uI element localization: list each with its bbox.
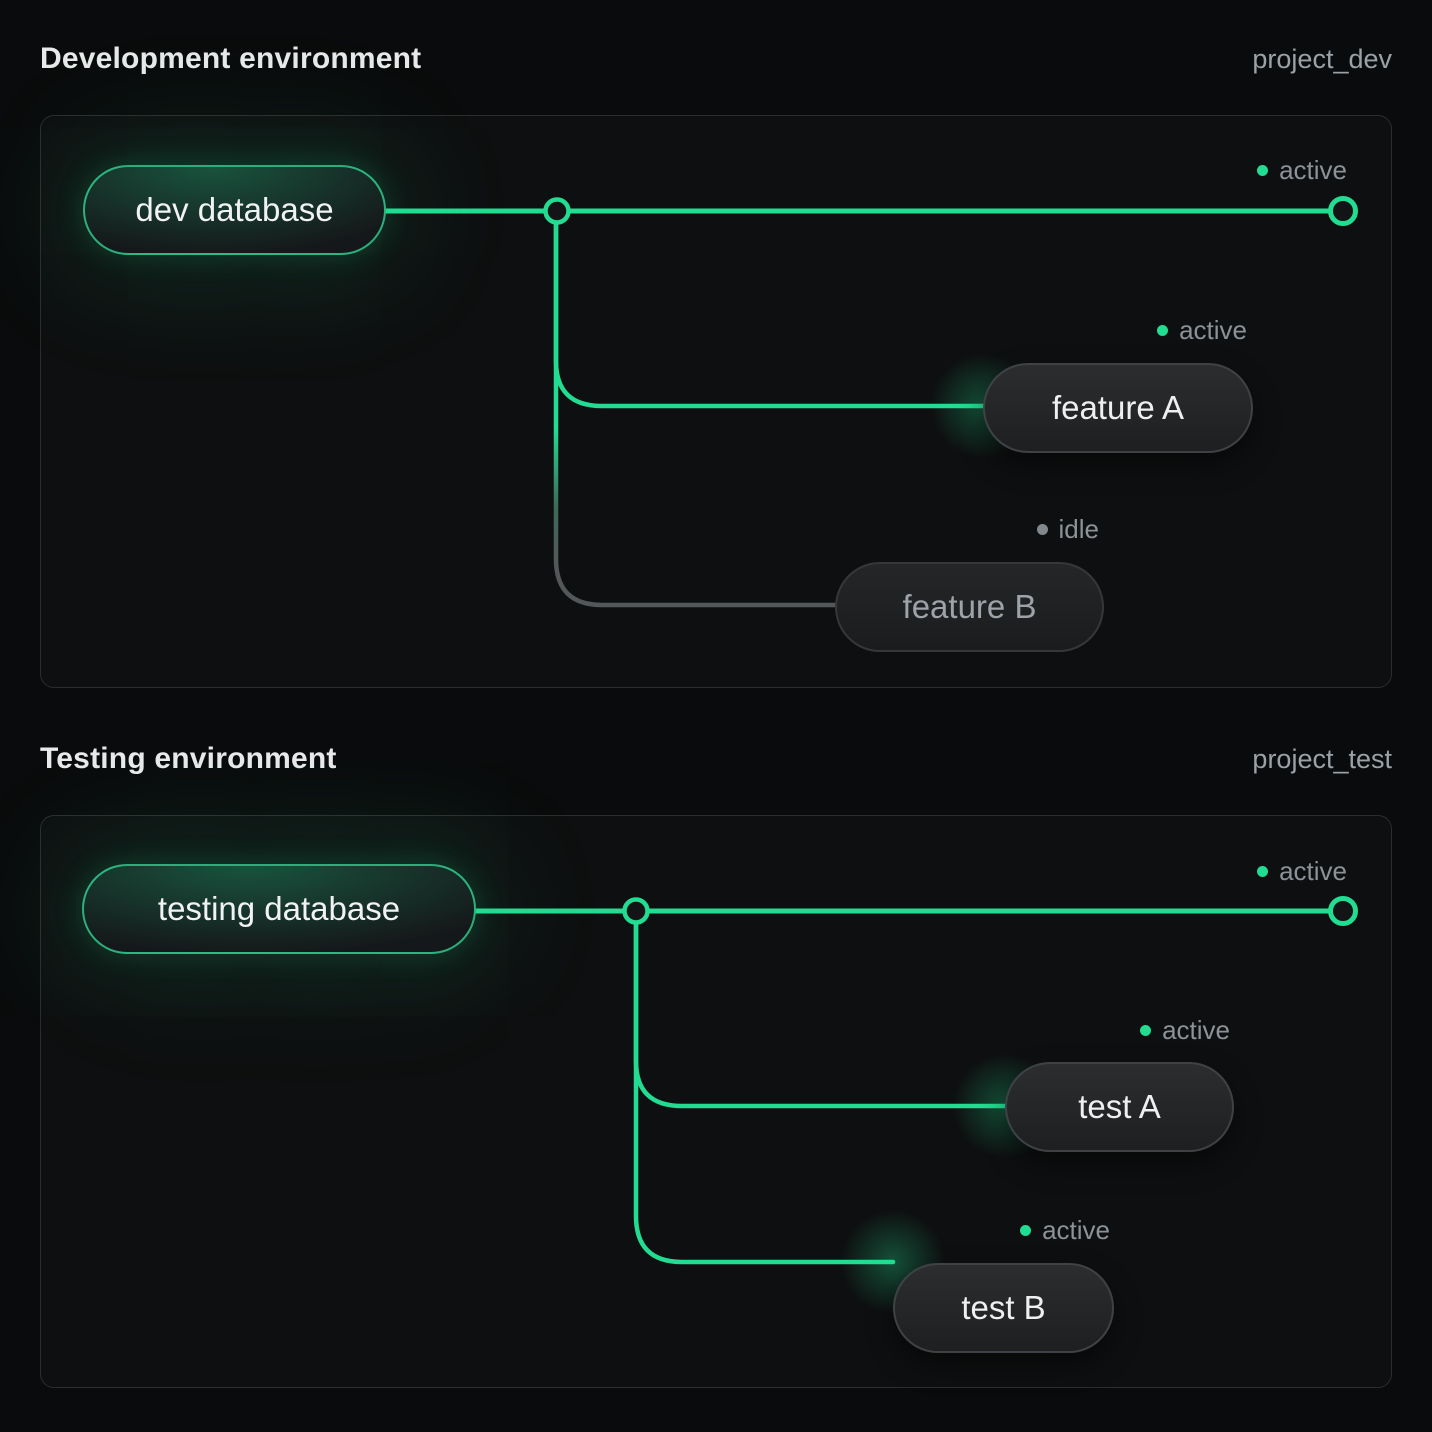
- status-dot: [1257, 866, 1269, 877]
- feature-b-node[interactable]: feature B: [835, 562, 1104, 652]
- feature-a-status: active: [1157, 315, 1247, 346]
- test-b-status: active: [1020, 1215, 1110, 1246]
- feature-b-label: feature B: [902, 588, 1037, 625]
- dev-branch-graph: [385, 196, 1358, 608]
- test-head-node[interactable]: [1328, 896, 1358, 926]
- status-dot: [1140, 1025, 1152, 1036]
- feature-a-label: feature A: [1051, 389, 1185, 426]
- test-a-node[interactable]: test A: [1005, 1062, 1234, 1152]
- test-a-label: test A: [1078, 1088, 1161, 1125]
- status-dot: [1257, 165, 1269, 176]
- dev-branch-line-feature-a: [553, 208, 986, 409]
- test-junction-node[interactable]: [622, 897, 650, 925]
- test-branch-line-test-b: [633, 908, 896, 1265]
- dev-database-label: dev database: [135, 191, 334, 228]
- dev-head-node[interactable]: [1328, 196, 1358, 226]
- dev-database-node[interactable]: dev database: [83, 165, 386, 255]
- test-a-status: active: [1140, 1015, 1230, 1046]
- test-b-node[interactable]: test B: [893, 1263, 1114, 1353]
- status-label: idle: [1058, 514, 1099, 544]
- feature-b-status: idle: [1036, 514, 1099, 545]
- test-section-header: Testing environment project_test: [40, 742, 1392, 782]
- status-label: active: [1279, 856, 1347, 886]
- testing-database-node[interactable]: testing database: [82, 864, 476, 954]
- status-dot: [1036, 524, 1048, 535]
- status-dot: [1020, 1225, 1032, 1236]
- dev-branch-line-feature-b: [553, 208, 838, 608]
- dev-junction-node[interactable]: [543, 197, 571, 225]
- status-label: active: [1042, 1215, 1110, 1245]
- test-trunk-status: active: [1257, 856, 1347, 887]
- test-panel: testing database test A test B active ac…: [40, 815, 1392, 1388]
- test-section-title: Testing environment: [40, 742, 337, 775]
- test-project-label: project_test: [1252, 744, 1392, 774]
- test-b-label: test B: [961, 1289, 1046, 1326]
- test-branch-line-test-a: [633, 908, 1008, 1109]
- status-label: active: [1279, 155, 1347, 185]
- dev-project-label: project_dev: [1252, 44, 1392, 74]
- status-label: active: [1179, 315, 1247, 345]
- status-dot: [1157, 325, 1169, 336]
- test-branch-graph: [475, 896, 1358, 1265]
- feature-a-node[interactable]: feature A: [983, 363, 1253, 453]
- dev-trunk-status: active: [1257, 155, 1347, 186]
- dev-panel: dev database feature A feature B active …: [40, 115, 1392, 688]
- status-label: active: [1162, 1015, 1230, 1045]
- testing-database-label: testing database: [157, 890, 401, 927]
- dev-section-title: Development environment: [40, 42, 422, 75]
- dev-section-header: Development environment project_dev: [40, 42, 1392, 82]
